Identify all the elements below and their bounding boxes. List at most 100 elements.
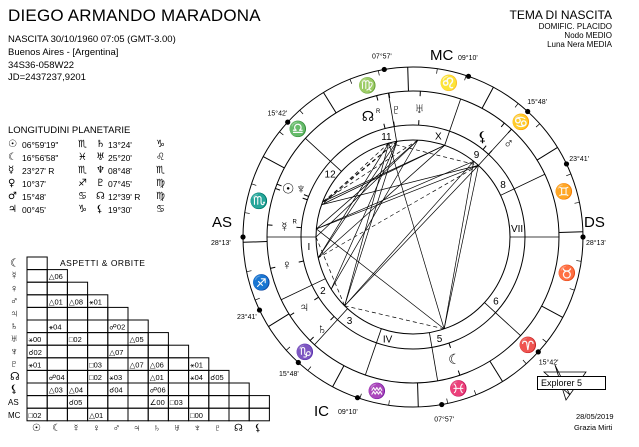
aspect-value: ∠00 — [150, 398, 165, 407]
sign-boundary — [417, 382, 419, 407]
sign-boundary — [243, 241, 268, 243]
aspect-column-label: ☊ — [234, 423, 243, 434]
longitude-value: 08°48' — [108, 166, 132, 176]
aspect-line — [316, 165, 479, 230]
sign-boundary — [481, 86, 494, 109]
aspect-cell — [66, 306, 89, 321]
aspect-value: ☌05 — [210, 373, 223, 382]
aspect-cell — [87, 332, 109, 346]
aspect-cell — [167, 407, 190, 422]
house-number: 11 — [381, 132, 392, 143]
longitude-value: 00°45' — [22, 205, 46, 215]
midheaven-degree: 09°10' — [458, 54, 478, 62]
julian-day: JD=2437237,9201 — [8, 72, 86, 83]
aspect-value: ⚹01 — [29, 360, 42, 369]
aspect-line — [344, 141, 398, 306]
degree-tick — [574, 201, 580, 204]
aspect-line — [322, 139, 419, 203]
sign-glyph: ♓ — [78, 152, 87, 163]
degree-tick — [285, 346, 291, 351]
house-number: 5 — [437, 334, 443, 345]
sign-glyph: ♐ — [78, 178, 87, 189]
sign-glyph: ♌ — [156, 152, 165, 163]
aspect-value: ☍02 — [109, 323, 125, 332]
longitude-row: ☿23°27' R♏♆08°48'♏ — [8, 165, 198, 178]
aspect-cell — [127, 407, 149, 422]
planet-glyph: ♃ — [8, 204, 17, 215]
sign-glyph: ♍ — [156, 178, 165, 189]
sign-boundary — [268, 313, 290, 327]
planet-marker — [388, 92, 391, 99]
house-cusp-line — [314, 308, 348, 346]
aspect-cell — [46, 281, 68, 296]
longitude-value: 12°39' R — [108, 192, 141, 202]
degree-tick — [542, 338, 547, 343]
aspect-row-label: ☾ — [10, 258, 20, 270]
house-cusp-line — [428, 332, 439, 381]
aspect-cell — [248, 395, 270, 409]
mercury-retrograde-mark: R — [292, 219, 297, 225]
house-cusp-dot — [240, 234, 246, 240]
house-cusp-dot — [525, 108, 531, 115]
degree-tick — [307, 366, 312, 371]
house-cusp-line — [305, 138, 342, 172]
aspect-value: △04 — [69, 386, 83, 395]
planet-marker — [507, 128, 512, 134]
aspect-value: △01 — [49, 297, 63, 306]
aspect-cell — [26, 395, 48, 409]
aspect-value: △06 — [49, 272, 63, 281]
sign-boundary — [323, 92, 337, 114]
aspect-line — [316, 139, 419, 230]
planet-glyph: ☉ — [8, 139, 17, 150]
aspect-value: △01 — [89, 411, 103, 420]
house-number: IV — [383, 334, 393, 345]
sign-boundary — [541, 305, 564, 318]
degree-tick — [569, 288, 575, 291]
node-type: Nodo MEDIO — [564, 31, 612, 40]
house-cusp-degree: 15°42' — [268, 110, 288, 118]
aspect-line — [315, 139, 419, 238]
ascendant-label: AS — [212, 214, 232, 231]
sign-glyph: ♍ — [156, 191, 165, 202]
house-cusp-degree: 07°57' — [434, 415, 454, 423]
house-cusp-dot — [256, 307, 263, 313]
aspect-line — [344, 305, 445, 330]
degree-tick — [522, 359, 527, 365]
planet-glyph: ♂ — [8, 191, 17, 202]
birth-coordinates: 34S36-058W22 — [8, 60, 75, 71]
aspect-column-label: ☾ — [52, 423, 61, 434]
planet-glyph: ☾ — [8, 152, 17, 163]
aspect-value: □00 — [190, 411, 203, 420]
planet-marker — [488, 150, 493, 155]
sign-boundary — [407, 67, 409, 92]
aspect-cell — [66, 281, 89, 296]
aspect-value: △07 — [130, 360, 144, 369]
longitude-value: 19°30' — [108, 205, 132, 215]
longitude-row: ☾16°56'58"♓♅25°20'♌ — [8, 152, 198, 165]
longitude-value: 07°45' — [108, 179, 132, 189]
aspect-cell — [87, 306, 109, 321]
house-cusp-line — [387, 93, 398, 142]
sign-boundary — [332, 365, 345, 388]
aspect-cell — [46, 344, 68, 359]
degree-tick — [446, 398, 449, 404]
aspect-line — [315, 236, 345, 306]
aspect-cell — [228, 382, 250, 397]
sign-boundary — [262, 156, 285, 169]
house-number: X — [435, 132, 442, 143]
aspect-cell — [66, 407, 89, 422]
aspect-row-label: ♄ — [10, 321, 18, 333]
planet-marker — [448, 342, 452, 348]
planet-glyph: ♆ — [96, 165, 105, 176]
aspect-value: △05 — [130, 335, 144, 344]
aspect-value: △08 — [69, 297, 83, 306]
planet-marker — [276, 183, 282, 187]
aspect-cell — [127, 395, 149, 409]
star-logo-icon — [542, 364, 587, 401]
degree-tick — [473, 390, 477, 395]
aspect-line — [388, 142, 445, 329]
planet-marker — [330, 316, 335, 321]
longitude-value: 25°20' — [108, 153, 132, 163]
zodiac-sign-glyph: ♋ — [512, 113, 531, 131]
house-cusp-degree: 23°41' — [237, 313, 257, 321]
